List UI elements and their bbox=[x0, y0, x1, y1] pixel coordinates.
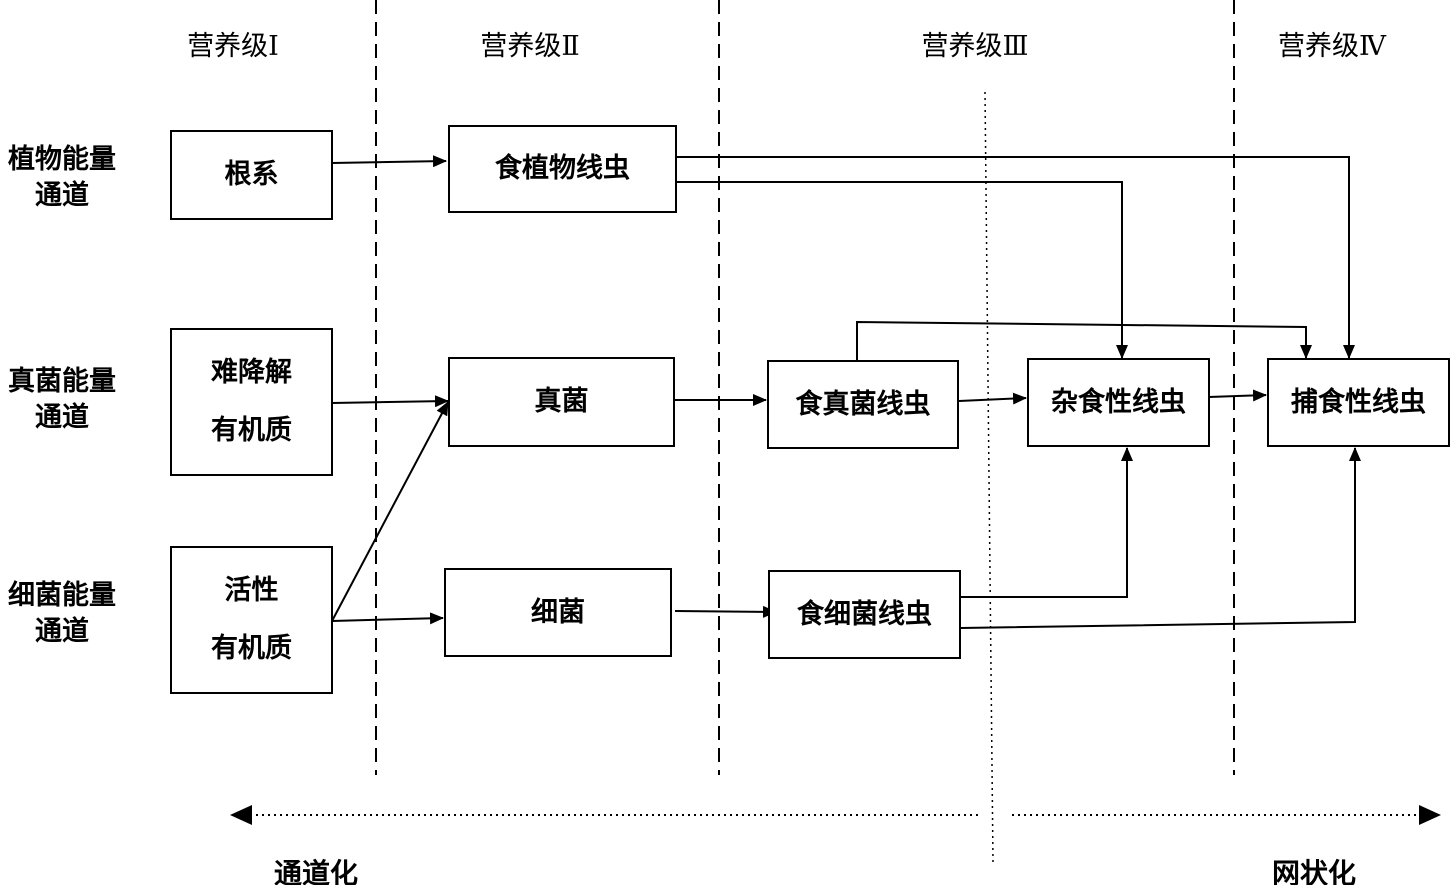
fungivore-nematodes-box: 食真菌线虫 bbox=[767, 360, 959, 449]
level-3-label: 营养级Ⅲ bbox=[921, 31, 1029, 62]
predator-nematodes-label: 捕食性线虫 bbox=[1291, 386, 1426, 418]
fungal-channel-label-line1: 真菌能量 bbox=[8, 366, 116, 397]
recalcitrant-om-line1: 难降解 bbox=[211, 357, 292, 388]
plant-nematodes-box: 食植物线虫 bbox=[448, 125, 677, 213]
arrow-bacterivore-omnivore bbox=[961, 447, 1133, 598]
fungal-channel-label-line2: 通道 bbox=[35, 402, 89, 433]
bacterial-channel-label-line1: 细菌能量 bbox=[8, 580, 116, 611]
labile-om-box: 活性 有机质 bbox=[170, 546, 333, 694]
arrow-fungivore-omnivore bbox=[958, 392, 1027, 405]
arrow-omnivore-predator bbox=[1208, 389, 1267, 402]
arrow-bacterivore-predator bbox=[960, 447, 1361, 629]
bacterial-channel-label-line2: 通道 bbox=[35, 616, 89, 647]
reticulation-label: 网状化 bbox=[1272, 857, 1357, 885]
bacterivore-nematodes-box: 食细菌线虫 bbox=[768, 570, 961, 659]
plant-nematodes-label: 食植物线虫 bbox=[495, 153, 630, 184]
recalcitrant-om-box: 难降解 有机质 bbox=[170, 328, 333, 476]
level-1-label: 营养级Ⅰ bbox=[187, 31, 279, 62]
arrow-labile-bacteria bbox=[331, 612, 444, 625]
bacterivore-nematodes-label: 食细菌线虫 bbox=[797, 598, 932, 630]
bottom-arrow-left-head bbox=[230, 805, 252, 825]
level-2-label: 营养级Ⅱ bbox=[480, 31, 580, 62]
plant-channel-label: 植物能量 通道 bbox=[0, 142, 124, 214]
arrow-plant-nematodes-predator bbox=[677, 156, 1355, 359]
plant-channel-label-line1: 植物能量 bbox=[8, 144, 116, 175]
arrow-roots-plant-nematodes bbox=[331, 155, 447, 168]
omnivore-nematodes-box: 杂食性线虫 bbox=[1027, 358, 1210, 447]
level-4-label: 营养级Ⅳ bbox=[1278, 31, 1386, 62]
fungal-channel-label: 真菌能量 通道 bbox=[0, 364, 124, 436]
plant-channel-label-line2: 通道 bbox=[35, 180, 89, 211]
roots-label: 根系 bbox=[224, 159, 279, 190]
arrow-bacteria-bacterivore bbox=[674, 605, 777, 618]
bottom-arrow-right-head bbox=[1419, 805, 1441, 825]
predator-nematodes-box: 捕食性线虫 bbox=[1267, 358, 1450, 447]
omnivore-nematodes-label: 杂食性线虫 bbox=[1051, 386, 1186, 418]
recalcitrant-om-line2: 有机质 bbox=[211, 415, 292, 446]
channelization-label: 通道化 bbox=[274, 857, 359, 885]
fungi-label: 真菌 bbox=[534, 386, 589, 417]
bacteria-label: 细菌 bbox=[531, 596, 585, 628]
fungivore-nematodes-label: 食真菌线虫 bbox=[795, 388, 931, 420]
labile-om-line2: 有机质 bbox=[211, 633, 292, 664]
roots-box: 根系 bbox=[170, 130, 333, 220]
fungi-box: 真菌 bbox=[448, 357, 675, 447]
bacteria-box: 细菌 bbox=[444, 568, 672, 657]
arrow-recalcitrant-fungi bbox=[331, 395, 449, 408]
arrow-plant-nematodes-omnivore bbox=[677, 181, 1128, 359]
labile-om-line1: 活性 bbox=[224, 575, 279, 606]
divider-dotted bbox=[984, 91, 994, 863]
bacterial-channel-label: 细菌能量 通道 bbox=[0, 578, 124, 650]
arrow-labile-fungi bbox=[331, 401, 449, 622]
arrow-fungivore-predator bbox=[856, 320, 1312, 360]
